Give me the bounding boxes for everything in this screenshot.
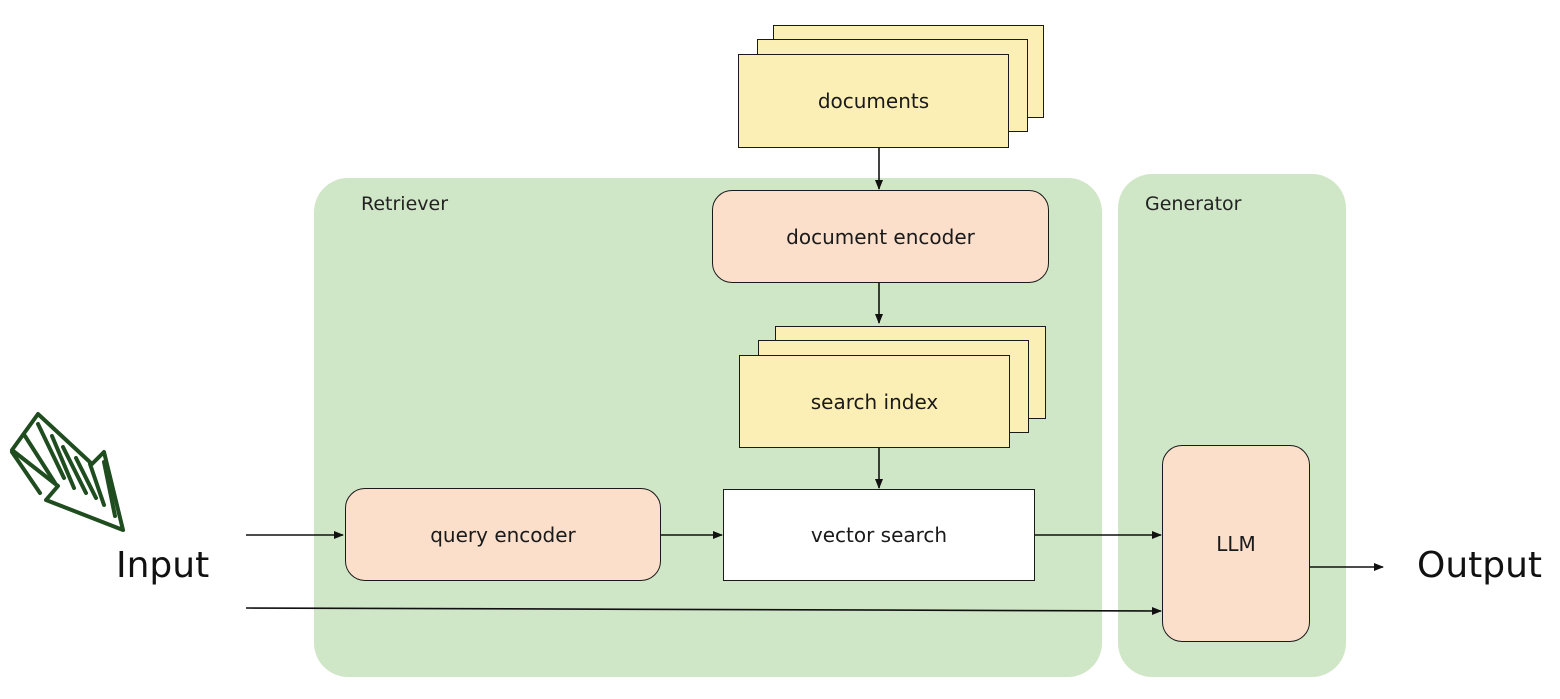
generator-label: Generator xyxy=(1145,193,1242,215)
vector-search-node: vector search xyxy=(723,489,1035,581)
document-encoder-node: document encoder xyxy=(712,190,1049,283)
documents-label: documents xyxy=(817,89,930,113)
search-index-node: search index xyxy=(739,355,1010,448)
hand-drawn-arrow-icon xyxy=(10,412,125,532)
llm-label: LLM xyxy=(1216,531,1256,556)
output-label: Output xyxy=(1417,545,1542,586)
llm-node: LLM xyxy=(1162,445,1310,642)
output-label-text: Output xyxy=(1417,545,1543,586)
input-label-text: Input xyxy=(116,545,210,586)
search-index-label: search index xyxy=(810,389,939,414)
query-encoder-label: query encoder xyxy=(430,522,576,547)
document-encoder-label: document encoder xyxy=(786,224,975,249)
retriever-label: Retriever xyxy=(361,193,449,215)
documents-node: documents xyxy=(738,54,1009,148)
input-label: Input xyxy=(116,545,209,586)
vector-search-label: vector search xyxy=(810,523,948,547)
query-encoder-node: query encoder xyxy=(345,488,661,581)
